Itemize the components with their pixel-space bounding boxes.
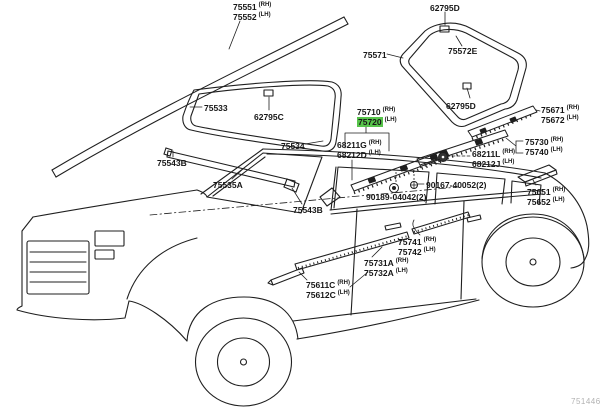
label-cowl-cap-left: 75543B: [157, 158, 187, 168]
figure-code: 751446: [571, 397, 600, 406]
cowl-corner-cap-icon: [283, 178, 300, 193]
label-belt-moulding-front-door: 75710(RH) 75720(LH): [357, 107, 397, 127]
vehicle-outline: [16, 148, 590, 407]
label-rear-door-outside-moulding: 75741(RH) 75742(LH): [398, 237, 437, 257]
fastener-icons: [389, 152, 448, 193]
label-windshield-moulding-right: 75534: [281, 141, 305, 151]
label-weatherstrip-rear-door: 68211L(RH) 68212J(LH): [472, 149, 516, 169]
label-quarter-window-seal: 75571: [363, 50, 387, 60]
label-cowl-cap-right: 75543B: [293, 205, 323, 215]
label-quarter-window-moulding: 75572E: [448, 46, 478, 56]
label-belt-moulding-rear-door: 75730(RH) 75740(LH): [525, 137, 564, 157]
label-roof-clip: 62795D: [430, 3, 460, 13]
leader-lines: [172, 11, 541, 288]
cowl-moulding-part: [163, 147, 300, 193]
label-quarter-clip: 62795D: [446, 101, 476, 111]
roof-drip-moulding-part: [51, 16, 349, 178]
label-windshield-clip: 62795C: [254, 112, 284, 122]
label-cowl-moulding: 75535A: [213, 180, 243, 190]
label-front-door-outside-moulding: 75731A(RH) 75732A(LH): [364, 258, 409, 278]
label-retainer: 90189-04042(2): [366, 192, 427, 202]
door-outside-moulding-parts: [267, 211, 471, 286]
label-quarter-outside-moulding: 75651(RH) 75652(LH): [527, 187, 566, 207]
label-windshield-moulding-left: 75533: [204, 103, 228, 113]
label-belt-moulding-quarter: 75671(RH) 75672(LH): [541, 105, 580, 125]
label-roof-drip-moulding: 75551(RH) 75552(LH): [233, 2, 272, 22]
windshield-clip-icon: [263, 89, 274, 97]
windshield-moulding-part: [182, 80, 342, 152]
label-screw: 90167-40052(2): [426, 180, 487, 190]
label-front-fender-outside-moulding: 75611C(RH) 75612C(LH): [306, 280, 350, 300]
screw-icon: [410, 181, 418, 189]
quarter-clip-icon: [439, 25, 450, 33]
cowl-corner-cap-icon: [163, 147, 173, 157]
label-weatherstrip-front-door: 68211G(RH) 68212D(LH): [337, 140, 382, 160]
quarter-outside-moulding-part: [517, 164, 558, 187]
retainer-icon: [389, 183, 399, 193]
highlighted-part-number[interactable]: 75720: [357, 116, 383, 127]
